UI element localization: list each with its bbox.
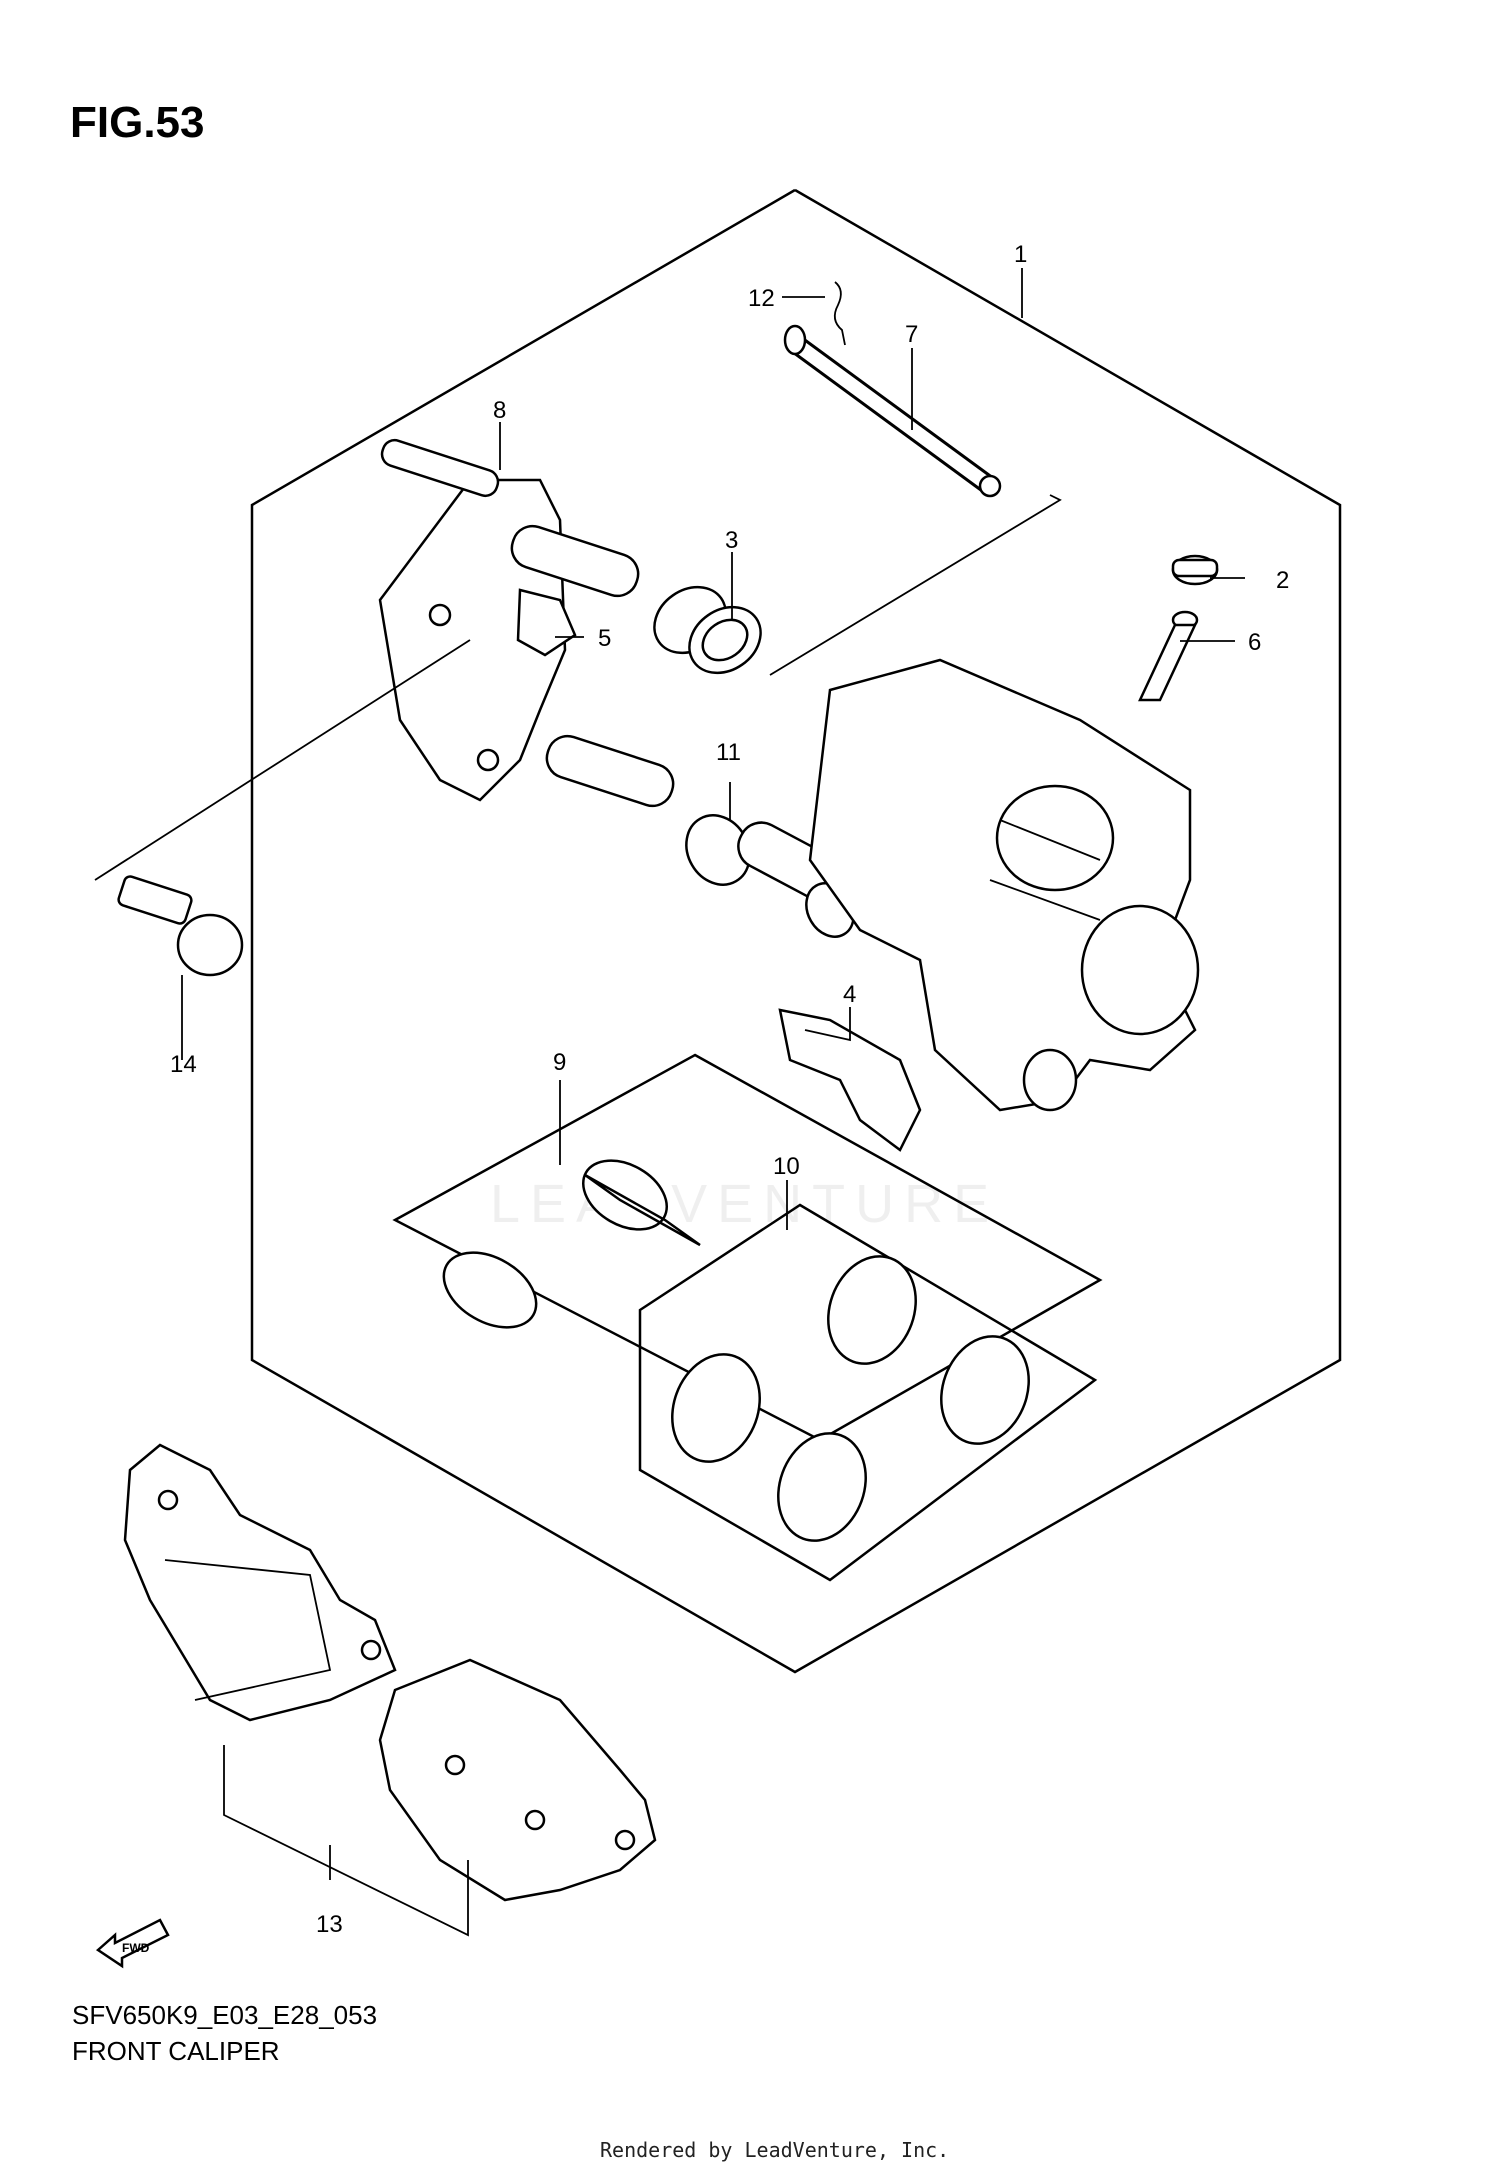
bleeder-valve bbox=[1138, 610, 1199, 702]
callout-4: 4 bbox=[843, 981, 856, 1008]
callout-2: 2 bbox=[1276, 567, 1289, 594]
boot-11 bbox=[685, 814, 855, 938]
callout-13: 13 bbox=[316, 1911, 343, 1938]
callout-1: 1 bbox=[1014, 241, 1027, 268]
pad-spring-4 bbox=[778, 1008, 922, 1152]
pistons bbox=[442, 1159, 701, 1329]
brake-pads bbox=[123, 1443, 657, 1902]
callout-8: 8 bbox=[493, 397, 506, 424]
pin-clip bbox=[833, 281, 846, 346]
callout-3: 3 bbox=[725, 527, 738, 554]
callout-14: 14 bbox=[170, 1051, 197, 1078]
figure-model-code: SFV650K9_E03_E28_053 bbox=[72, 2000, 378, 2030]
pad-pin bbox=[783, 324, 1002, 498]
boot-3 bbox=[653, 585, 762, 675]
mounting-bolt bbox=[117, 875, 244, 977]
seal-group-outline bbox=[638, 1203, 1098, 1582]
fwd-label: FWD bbox=[122, 1941, 150, 1955]
fwd-arrow: FWD bbox=[95, 1918, 170, 1969]
caliper-body bbox=[808, 658, 1200, 1112]
callout-11: 11 bbox=[716, 739, 741, 766]
callout-9: 9 bbox=[553, 1049, 566, 1076]
callout-12: 12 bbox=[748, 285, 775, 312]
figure-name: FRONT CALIPER bbox=[72, 2036, 280, 2066]
callout-10: 10 bbox=[773, 1153, 800, 1180]
callout-5: 5 bbox=[598, 625, 611, 652]
callout-6: 6 bbox=[1248, 629, 1261, 656]
watermark: LEADVENTURE bbox=[490, 1174, 999, 1234]
figure-title: FIG.53 bbox=[70, 98, 205, 147]
assembly-outline bbox=[250, 188, 1342, 1674]
piston-seals bbox=[671, 1255, 1030, 1542]
pad-spring bbox=[516, 588, 577, 657]
rendered-by-credit: Rendered by LeadVenture, Inc. bbox=[600, 2138, 950, 2162]
bleeder-cap bbox=[1171, 554, 1219, 586]
callout-7: 7 bbox=[905, 321, 918, 348]
leader-lines bbox=[94, 268, 1245, 1937]
caliper-holder-bracket bbox=[378, 438, 675, 808]
